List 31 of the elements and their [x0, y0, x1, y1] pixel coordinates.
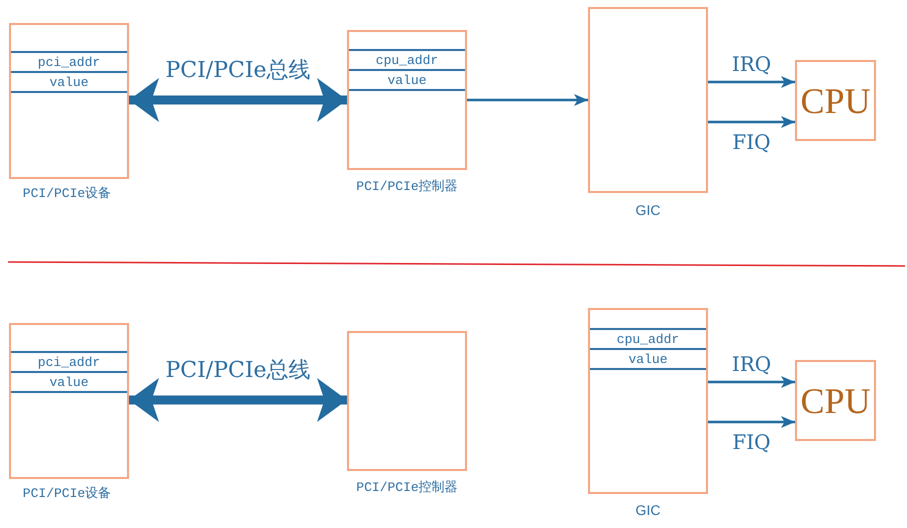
field-text: value — [386, 72, 428, 90]
register-box — [9, 323, 129, 479]
box-caption: PCI/PCIe控制器 — [356, 179, 458, 195]
register-box — [347, 30, 467, 170]
arrow — [708, 416, 795, 428]
block-box — [588, 7, 708, 193]
box-title: CPU — [799, 80, 872, 120]
register-box — [588, 308, 708, 494]
box-caption: PCI/PCIe设备 — [22, 186, 112, 202]
field-text: cpu_addr — [616, 331, 680, 349]
field-text: pci_addr — [36, 354, 102, 372]
field-text: value — [48, 74, 90, 92]
box-caption: GIC — [636, 502, 660, 518]
cpu-box — [795, 360, 876, 441]
arrow — [708, 116, 795, 128]
box-caption: GIC — [636, 202, 660, 218]
field-text: pci_addr — [36, 54, 102, 72]
arrow — [708, 376, 795, 388]
field-text: value — [48, 374, 90, 392]
arrow — [467, 94, 588, 106]
arrow — [708, 76, 795, 88]
box-caption: PCI/PCIe设备 — [22, 486, 112, 502]
box-title: CPU — [799, 380, 872, 420]
double-arrow — [129, 378, 347, 422]
double-arrow — [129, 78, 347, 122]
field-text: cpu_addr — [374, 52, 440, 70]
field-text: value — [627, 351, 668, 369]
cpu-box — [795, 60, 876, 141]
block-box — [347, 331, 467, 471]
box-caption: PCI/PCIe控制器 — [356, 480, 458, 496]
register-box — [9, 23, 129, 179]
